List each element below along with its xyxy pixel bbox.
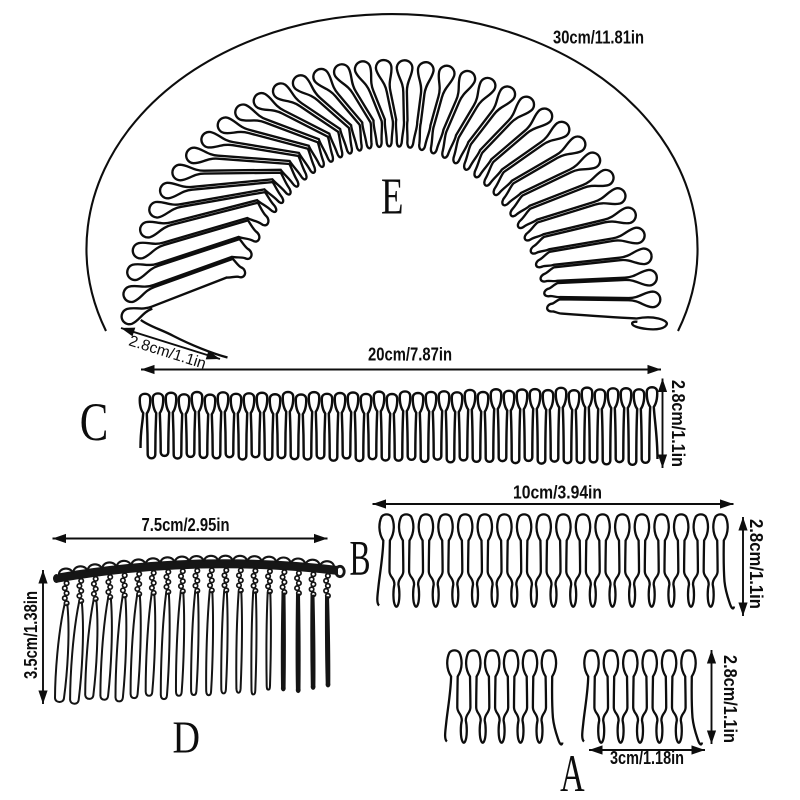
svg-text:7.5cm/2.95in: 7.5cm/2.95in [142,514,230,535]
svg-text:A: A [560,745,585,800]
svg-text:2.8cm/1.1in: 2.8cm/1.1in [746,519,767,609]
svg-text:10cm/3.94in: 10cm/3.94in [513,482,602,503]
svg-text:3cm/1.18in: 3cm/1.18in [610,747,684,768]
svg-text:20cm/7.87in: 20cm/7.87in [368,344,452,365]
svg-text:E: E [381,169,404,226]
svg-text:2.8cm/1.1in: 2.8cm/1.1in [668,380,689,467]
svg-text:B: B [350,531,371,586]
svg-text:2.8cm/1.1in: 2.8cm/1.1in [720,655,741,743]
svg-text:30cm/11.81in: 30cm/11.81in [553,27,644,48]
svg-text:3.5cm/1.38in: 3.5cm/1.38in [20,591,41,679]
svg-text:C: C [80,392,109,452]
svg-text:D: D [173,713,201,763]
